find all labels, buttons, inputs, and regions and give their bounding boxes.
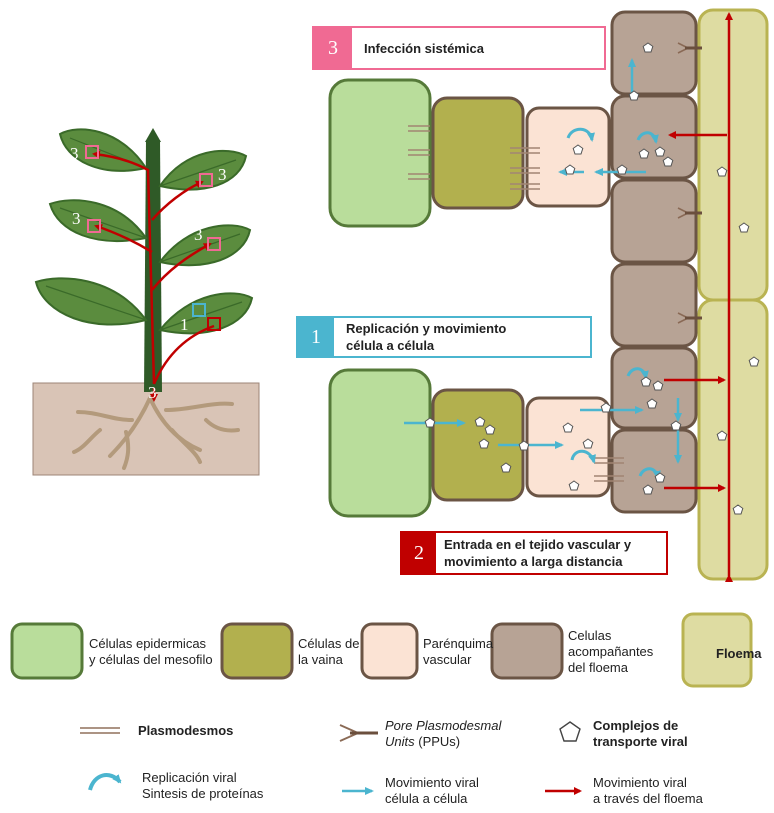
stage-2-number: 2 — [402, 533, 436, 573]
stage-2-text: Entrada en el tejido vascular y movimien… — [436, 533, 631, 573]
parenchyma-cell-upper — [527, 108, 609, 206]
legend-companion-label: Celulas acompañantes del floema — [568, 628, 653, 676]
legend-plasmodesmata-label: Plasmodesmos — [138, 723, 233, 739]
phloem-cell-lower — [699, 300, 767, 579]
stage-1-line2: célula a célula — [346, 337, 434, 354]
legend-complexes-label: Complejos de transporte viral — [593, 718, 688, 750]
marker-label: 2 — [208, 339, 217, 358]
stage-1-number: 1 — [298, 318, 334, 356]
phloem-cell-upper — [699, 10, 767, 300]
stage-2-line2: movimiento a larga distancia — [444, 553, 622, 570]
marker-label: 3 — [72, 209, 81, 228]
stage-1-text: Replicación y movimiento célula a célula — [334, 318, 506, 356]
legend-replication-label: Replicación viral Sintesis de proteínas — [142, 770, 263, 802]
marker-label: 3 — [148, 383, 157, 402]
marker-label: 3 — [218, 165, 227, 184]
marker-label: 3 — [70, 144, 79, 163]
cell-diagram — [330, 10, 767, 579]
marker-label: 1 — [180, 315, 189, 334]
legend-sheath-label: Células de la vaina — [298, 636, 359, 668]
companion-cell — [612, 180, 696, 262]
stage-3-number: 3 — [314, 28, 352, 68]
legend-cell-move-label: Movimiento viral célula a célula — [385, 775, 479, 807]
stage-3-label: 3 Infección sistémica — [312, 26, 606, 70]
legend-epidermal-label: Células epidermicas y células del mesofi… — [89, 636, 213, 668]
stem-tip — [145, 128, 161, 142]
companion-cell — [612, 12, 696, 94]
legend-phloem-label: Floema — [716, 646, 774, 662]
legend-parenchyma-label: Parénquima vascular — [423, 636, 493, 668]
plant-illustration: 3 3 3 3 1 2 3 — [33, 128, 259, 475]
epidermal-cell-lower — [330, 370, 430, 516]
legend-ppu-label: Pore Plasmodesmal Units (PPUs) — [385, 718, 501, 750]
stage-2-label: 2 Entrada en el tejido vascular y movimi… — [400, 531, 668, 575]
stage-2-line1: Entrada en el tejido vascular y — [444, 536, 631, 553]
sheath-cell-upper — [433, 98, 523, 208]
companion-cell — [612, 264, 696, 346]
stage-1-line1: Replicación y movimiento — [346, 320, 506, 337]
leaves — [36, 129, 252, 333]
epidermal-cell-upper — [330, 80, 430, 226]
stage-3-text: Infección sistémica — [352, 28, 484, 68]
stage-1-label: 1 Replicación y movimiento célula a célu… — [296, 316, 592, 358]
marker-label: 3 — [194, 225, 203, 244]
legend-phloem-move-label: Movimiento viral a través del floema — [593, 775, 703, 807]
